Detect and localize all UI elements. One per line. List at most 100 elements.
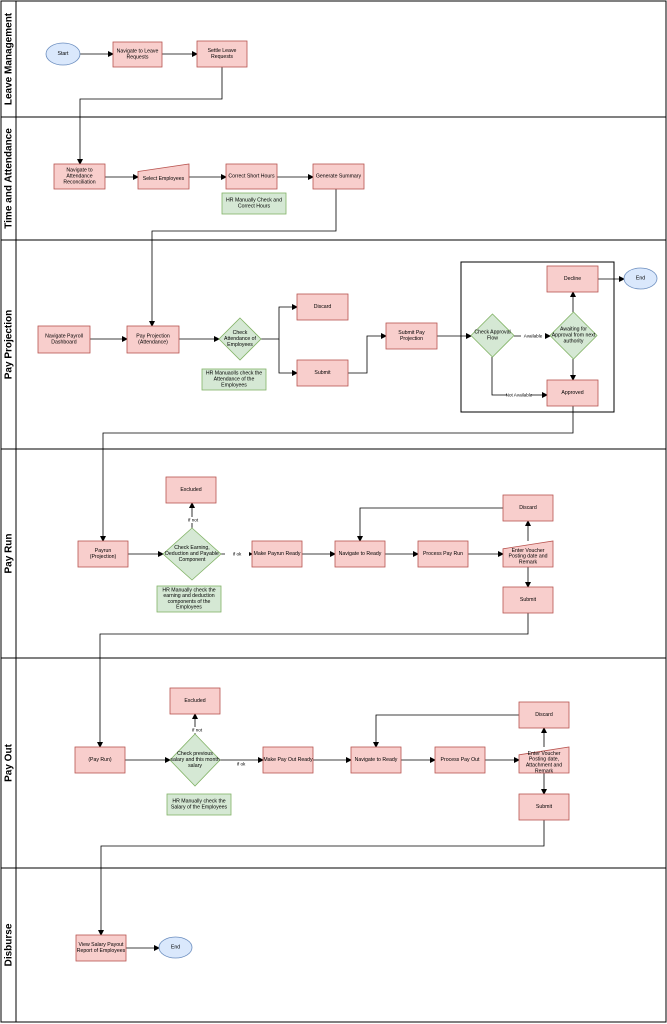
process-shape — [518, 701, 570, 729]
node-label: salary and this month — [170, 757, 219, 763]
decision-shape — [470, 313, 515, 358]
node-label: Remark — [535, 768, 554, 774]
node-label: Reconciliation — [63, 179, 95, 185]
process-shape — [296, 359, 349, 387]
node-submit-run: Submit — [502, 586, 554, 614]
node-label: Approved — [561, 390, 583, 396]
node-excluded-run: Excluded — [165, 476, 217, 504]
node-label: earning and deduction — [163, 593, 214, 599]
node-label: Navigate to Leave — [117, 49, 159, 55]
connector-check-to-discard — [261, 304, 298, 340]
process-shape — [312, 163, 365, 190]
node-payrun-out: (Pay Run) — [74, 746, 126, 774]
node-start: Start — [45, 42, 81, 66]
connector-approved-to-payrun — [100, 406, 574, 542]
node-discard-out: Discard — [518, 701, 570, 729]
node-label: End — [171, 945, 180, 951]
node-label: Discard — [519, 505, 537, 511]
node-label: Navigate Payroll — [45, 334, 83, 340]
node-label: authority — [564, 338, 584, 344]
node-label: Dashboard — [51, 339, 76, 345]
lane-leave: Leave Management — [0, 0, 667, 118]
edge-label-if-not-run: If not — [188, 518, 199, 523]
node-label: Employees — [227, 342, 253, 348]
node-label: Deduction and Payable — [165, 551, 219, 557]
node-label: Attendance of — [224, 336, 257, 342]
node-label: Approval from next — [552, 333, 596, 339]
node-pay-projection: Pay Projection(Attendance) — [126, 325, 180, 354]
process-shape — [262, 746, 314, 774]
edge-label-if-ok-out: If ok — [237, 762, 246, 767]
decision-shape — [218, 317, 262, 361]
note-shape — [166, 793, 232, 816]
terminal-shape — [623, 267, 658, 290]
node-label: Awaiting for — [560, 327, 587, 333]
node-decline: Decline — [546, 265, 599, 293]
node-label: Pay Projection — [136, 334, 170, 340]
node-label: Requests — [127, 54, 149, 60]
node-process-payout: Process Pay Out — [434, 746, 486, 774]
node-label: HR Manuaolls check the — [206, 371, 262, 377]
process-shape — [434, 746, 486, 774]
process-shape — [169, 687, 221, 715]
lane-title: Time and Attendance — [4, 128, 15, 229]
node-label: Payrun — [95, 548, 112, 554]
connector-summary-to-projection — [149, 189, 337, 327]
node-label: Settle Leave — [208, 48, 237, 54]
decision-shape — [162, 527, 222, 581]
process-shape — [546, 379, 599, 407]
connector-submit-run-to-payout — [97, 613, 529, 748]
connector-submit-to-paysubmit — [348, 333, 387, 374]
node-end-proj: End — [623, 267, 658, 290]
connector-settle-to-attendance — [77, 67, 223, 165]
edge-label-available: Available — [524, 334, 543, 339]
node-label: Report of Employees — [77, 948, 126, 954]
process-shape — [225, 163, 278, 190]
node-label: Discard — [535, 712, 553, 718]
edge-label-if-not-out: If not — [192, 728, 203, 733]
process-shape — [334, 540, 386, 568]
node-label: Submit Pay — [398, 330, 425, 336]
node-label: HR Manually check the — [162, 587, 215, 593]
edge-label-bg — [507, 392, 531, 398]
node-label: Flow — [487, 335, 498, 341]
node-submit-out: Submit — [518, 793, 570, 821]
node-label: View Salary Payout — [79, 942, 124, 948]
node-label: Decline — [564, 276, 581, 282]
node-excluded-out: Excluded — [169, 687, 221, 715]
node-submit-proj: Submit — [296, 359, 349, 387]
process-shape — [417, 540, 469, 568]
node-label: Check Earning, — [174, 545, 209, 551]
node-select-emp: Select Employees — [137, 163, 190, 190]
node-label: HR Manually check the — [172, 799, 225, 805]
node-label: Select Employees — [143, 176, 185, 182]
connector-check-to-submit — [278, 339, 298, 376]
node-discard-run: Discard — [502, 494, 554, 522]
node-label: Check — [233, 330, 248, 336]
lane-title: Pay Out — [4, 743, 15, 781]
node-payrun-proj: Payrun(Projection) — [77, 540, 129, 568]
process-shape — [502, 494, 554, 522]
node-label: Salary of the Employees — [171, 804, 228, 810]
node-label: Employees — [176, 605, 202, 611]
node-end-disburse: End — [158, 936, 193, 959]
approval-group-box — [460, 261, 615, 413]
node-label: (Attendance) — [138, 339, 168, 345]
node-label: Attendance of the — [214, 377, 255, 383]
process-shape — [37, 325, 91, 354]
node-label: HR Manually Check and — [226, 198, 282, 204]
